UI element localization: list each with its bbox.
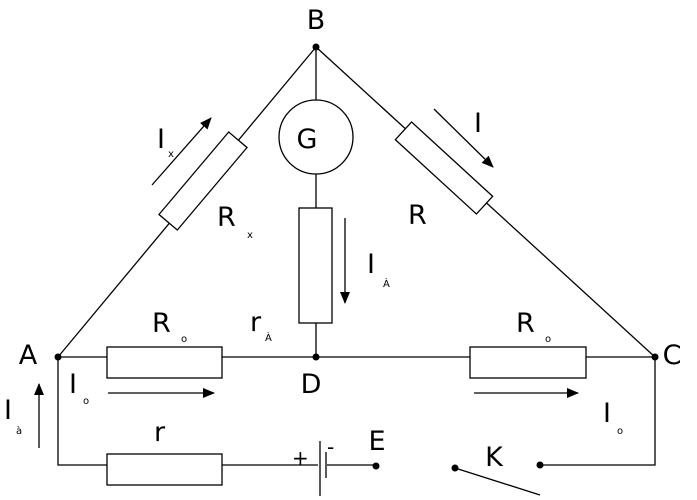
wire-battery-left	[57, 357, 318, 466]
switch-k-blade	[454, 467, 541, 496]
label-r0-left: R	[152, 308, 171, 339]
label-r0-right-sub: о	[545, 334, 551, 345]
battery-plus: +	[292, 446, 309, 470]
resistor-r-battery	[106, 453, 223, 486]
label-rg: r	[250, 307, 262, 338]
label-rg-sub: À	[265, 331, 272, 344]
node-a-dot	[54, 353, 62, 361]
switch-terminal-right	[536, 461, 544, 469]
node-label-a: A	[19, 340, 38, 371]
label-i0-left: I	[69, 369, 77, 400]
label-i0-right: I	[603, 398, 611, 429]
label-rx: R	[217, 202, 236, 233]
node-label-d: D	[301, 369, 322, 400]
wire-return-C	[540, 357, 656, 466]
battery-terminal-e	[372, 462, 380, 470]
label-ig-sub: À	[383, 277, 390, 290]
label-r0-left-sub: о	[181, 334, 187, 345]
label-ix-sub: x	[168, 149, 174, 160]
label-i-top: I	[474, 108, 482, 139]
battery-minus: -	[327, 435, 334, 459]
label-ia: I	[4, 395, 12, 426]
resistor-rg	[298, 207, 333, 324]
resistor-r0-right	[469, 346, 587, 379]
label-i0-right-sub: о	[617, 426, 623, 437]
resistor-r0-left	[106, 346, 223, 379]
galvanometer	[278, 99, 354, 175]
label-r-battery: r	[154, 417, 166, 448]
node-label-e: E	[368, 426, 385, 457]
label-i0-left-sub: о	[83, 396, 89, 407]
label-r0-right: R	[516, 308, 535, 339]
node-d-dot	[312, 353, 320, 361]
arrow-ix	[151, 117, 212, 186]
node-label-b: B	[307, 5, 326, 36]
node-c-dot	[651, 353, 659, 361]
node-label-k: K	[485, 442, 504, 473]
galvanometer-label: G	[297, 124, 318, 155]
arrow-i	[433, 108, 494, 168]
label-ig: I	[367, 249, 375, 280]
label-ix: I	[157, 124, 165, 155]
node-label-c: C	[663, 340, 682, 371]
resistor-rx	[158, 131, 248, 231]
node-b-dot	[312, 43, 320, 51]
resistor-r	[394, 121, 494, 215]
label-rx-sub: x	[247, 230, 253, 241]
label-r-right: R	[408, 200, 427, 231]
label-ia-sub: à	[16, 425, 22, 437]
switch-terminal-left	[451, 464, 459, 472]
